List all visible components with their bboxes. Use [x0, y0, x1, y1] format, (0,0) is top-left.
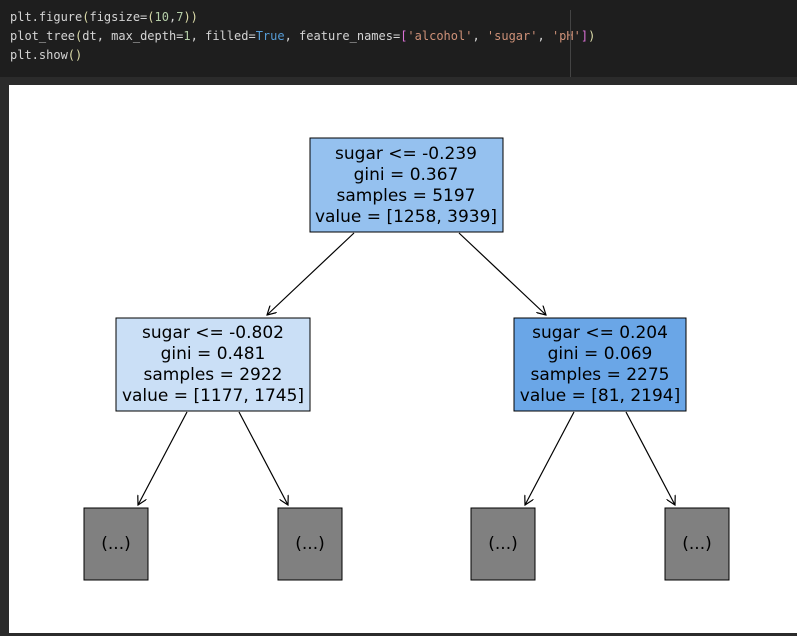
leaf-3-label: (...): [488, 534, 517, 554]
code-token: 10: [154, 10, 169, 24]
code-token: ,: [168, 10, 177, 24]
root-line-2: gini = 0.367: [354, 165, 459, 185]
code-token: 1: [183, 29, 191, 43]
edge-left-leaf2: [238, 411, 288, 505]
leaf-4-label: (...): [682, 534, 711, 554]
code-token: (: [147, 10, 155, 24]
decision-tree-plot: sugar <= -0.239 gini = 0.367 samples = 5…: [83, 137, 730, 581]
right-line-2: gini = 0.069: [548, 344, 653, 364]
right-line-1: sugar <= 0.204: [532, 323, 668, 343]
right-line-3: samples = 2275: [531, 365, 670, 385]
code-token: ,: [537, 29, 552, 43]
code-token: plt.show: [10, 48, 68, 62]
edge-right-leaf4: [625, 411, 675, 505]
edge-root-right: [458, 232, 546, 315]
code-token: 'pH': [551, 29, 581, 43]
leaf-1-label: (...): [101, 534, 130, 554]
right-line-4: value = [81, 2194]: [520, 386, 680, 406]
code-token: (): [67, 48, 83, 62]
code-token: , feature_names=: [284, 29, 401, 43]
tree-leaf-1: (...): [83, 507, 149, 581]
code-token: (: [82, 10, 90, 24]
code-line-2[interactable]: plot_tree(dt, max_depth=1, filled=True, …: [10, 27, 595, 46]
left-line-4: value = [1177, 1745]: [122, 386, 304, 406]
root-line-1: sugar <= -0.239: [335, 144, 477, 164]
tree-node-root: sugar <= -0.239 gini = 0.367 samples = 5…: [309, 137, 504, 233]
edge-left-leaf1: [138, 411, 188, 505]
root-line-4: value = [1258, 3939]: [315, 207, 497, 227]
edge-right-leaf3: [525, 411, 575, 505]
left-line-3: samples = 2922: [144, 365, 283, 385]
tree-leaf-4: (...): [664, 507, 730, 581]
root-line-3: samples = 5197: [337, 186, 476, 206]
code-token: ]: [580, 29, 589, 43]
code-token: 7: [176, 10, 184, 24]
code-line-1[interactable]: plt.figure(figsize=(10,7)): [10, 8, 198, 27]
code-token: 'sugar': [486, 29, 538, 43]
code-token: ): [588, 29, 596, 43]
tree-node-right: sugar <= 0.204 gini = 0.069 samples = 22…: [513, 317, 687, 412]
code-line-3[interactable]: plt.show(): [10, 46, 82, 65]
leaf-2-label: (...): [295, 534, 324, 554]
code-token: [: [400, 29, 408, 43]
tree-leaf-3: (...): [470, 507, 536, 581]
tree-node-left: sugar <= -0.802 gini = 0.481 samples = 2…: [115, 317, 311, 412]
code-token: plot_tree: [10, 29, 76, 43]
edge-root-left: [267, 232, 355, 315]
code-token: True: [255, 29, 285, 43]
code-editor[interactable]: plt.figure(figsize=(10,7)) plot_tree(dt,…: [0, 0, 797, 77]
left-line-1: sugar <= -0.802: [142, 323, 284, 343]
code-token: , filled=: [190, 29, 256, 43]
code-token: )): [183, 10, 198, 24]
editor-ruler: [570, 10, 571, 77]
cell-output: sugar <= -0.239 gini = 0.367 samples = 5…: [9, 85, 797, 633]
code-token: figsize=: [89, 10, 148, 24]
code-token: dt, max_depth=: [82, 29, 184, 43]
left-line-2: gini = 0.481: [161, 344, 266, 364]
code-token: 'alcohol': [407, 29, 473, 43]
code-token: (: [75, 29, 83, 43]
tree-leaf-2: (...): [277, 507, 343, 581]
code-token: plt.figure: [10, 10, 83, 24]
code-token: ,: [472, 29, 487, 43]
